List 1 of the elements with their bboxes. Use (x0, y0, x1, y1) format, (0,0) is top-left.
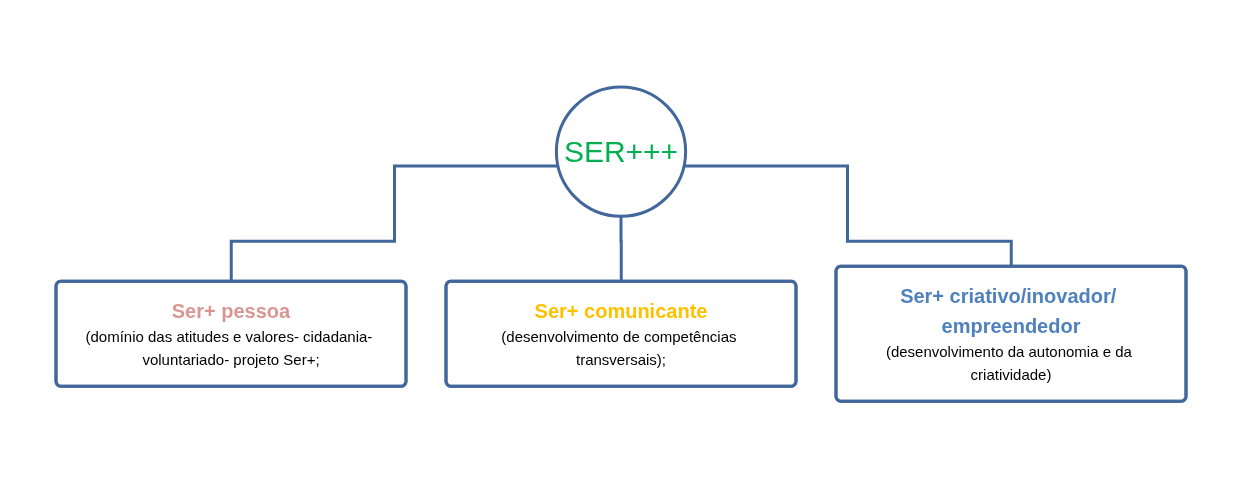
node-circle: SER+++ (554, 85, 688, 218)
